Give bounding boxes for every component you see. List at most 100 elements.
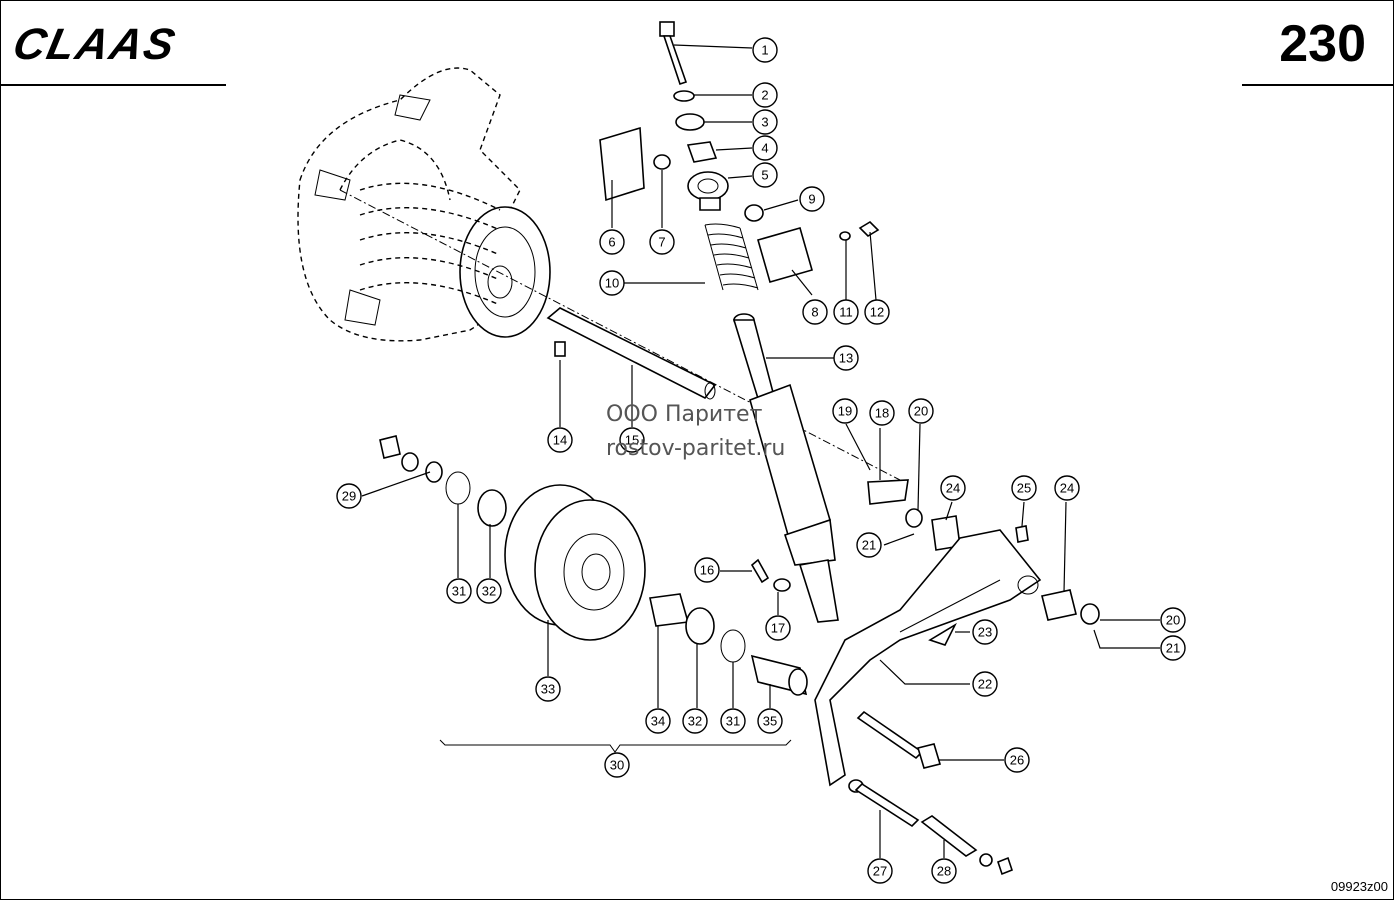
circlip-31-right xyxy=(720,629,746,663)
bushing-20-upper xyxy=(905,508,923,528)
bushing-24-lower xyxy=(1041,589,1077,621)
nut-left xyxy=(379,435,401,459)
svg-text:35: 35 xyxy=(763,714,777,729)
callout-7: 7 xyxy=(649,229,675,255)
svg-text:23: 23 xyxy=(978,625,992,640)
svg-text:5: 5 xyxy=(761,168,768,183)
svg-text:32: 32 xyxy=(482,584,496,599)
svg-text:31: 31 xyxy=(452,584,466,599)
drawing-code: 09923z00 xyxy=(1330,879,1388,894)
callout-5: 5 xyxy=(752,162,778,188)
leader-lines xyxy=(361,44,1160,858)
svg-text:21: 21 xyxy=(862,538,876,553)
callout-30: 30 xyxy=(604,752,630,778)
svg-text:4: 4 xyxy=(761,141,768,156)
svg-text:30: 30 xyxy=(610,758,624,773)
svg-text:25: 25 xyxy=(1017,481,1031,496)
circlip-31-left xyxy=(445,471,471,505)
callout-32-left: 32 xyxy=(476,578,502,604)
bushing-4 xyxy=(686,141,718,163)
svg-text:9: 9 xyxy=(808,192,815,207)
callout-24-upper: 24 xyxy=(940,475,966,501)
bushing-20-lower xyxy=(1080,603,1100,625)
svg-text:34: 34 xyxy=(651,714,665,729)
callout-3: 3 xyxy=(752,109,778,135)
callout-11: 11 xyxy=(833,299,859,325)
callout-10: 10 xyxy=(599,270,625,296)
svg-text:20: 20 xyxy=(1166,613,1180,628)
callout-19: 19 xyxy=(832,398,858,424)
watermark-company: ООО Паритет xyxy=(606,402,763,427)
spring-10 xyxy=(704,223,759,291)
callout-24-lower: 24 xyxy=(1054,475,1080,501)
svg-text:19: 19 xyxy=(838,404,852,419)
svg-text:27: 27 xyxy=(873,864,887,879)
screw-12 xyxy=(858,220,880,238)
callout-27: 27 xyxy=(867,858,893,884)
bolt-27 xyxy=(848,779,920,828)
callout-2: 2 xyxy=(752,82,778,108)
callout-35: 35 xyxy=(757,708,783,734)
tension-arm-22 xyxy=(814,529,1042,787)
svg-text:17: 17 xyxy=(771,621,785,636)
callout-23: 23 xyxy=(972,619,998,645)
svg-text:6: 6 xyxy=(608,235,615,250)
svg-text:1: 1 xyxy=(761,43,768,58)
bushing-34 xyxy=(649,593,690,627)
svg-text:29: 29 xyxy=(342,489,356,504)
svg-text:20: 20 xyxy=(914,404,928,419)
lever-18 xyxy=(867,479,909,505)
screw-14 xyxy=(554,341,566,357)
callout-33: 33 xyxy=(535,676,561,702)
bracket-8 xyxy=(757,227,813,283)
callout-29: 29 xyxy=(336,483,362,509)
callout-28: 28 xyxy=(931,858,957,884)
callout-12: 12 xyxy=(864,299,890,325)
callout-22: 22 xyxy=(972,671,998,697)
idler-pulley-33 xyxy=(504,484,646,641)
grease-nipple-25 xyxy=(1015,525,1029,543)
svg-text:15: 15 xyxy=(625,433,639,448)
washer-29 xyxy=(425,461,443,483)
washer-2 xyxy=(673,90,695,102)
svg-text:33: 33 xyxy=(541,682,555,697)
bearing-32-left xyxy=(477,489,507,527)
bushing-9 xyxy=(744,204,764,222)
callout-31-left: 31 xyxy=(446,578,472,604)
svg-text:7: 7 xyxy=(658,235,665,250)
callout-21-lower: 21 xyxy=(1160,635,1186,661)
callout-20-upper: 20 xyxy=(908,398,934,424)
callout-26: 26 xyxy=(1004,747,1030,773)
pin-16 xyxy=(750,558,770,584)
nut-28 xyxy=(997,856,1013,876)
group-bracket-30 xyxy=(439,739,792,753)
callout-15: 15 xyxy=(619,427,645,453)
watermark: ООО Паритет rostov-paritet.ru xyxy=(606,398,785,466)
header-rule-left xyxy=(0,84,226,86)
callout-31-right: 31 xyxy=(720,708,746,734)
callout-4: 4 xyxy=(752,135,778,161)
svg-text:2: 2 xyxy=(761,88,768,103)
eye-5 xyxy=(687,171,729,211)
washer-28 xyxy=(979,853,993,867)
callout-25: 25 xyxy=(1011,475,1037,501)
svg-text:24: 24 xyxy=(946,481,960,496)
svg-text:10: 10 xyxy=(605,276,619,291)
tensioner-tube-13 xyxy=(732,313,839,623)
svg-text:11: 11 xyxy=(839,305,853,320)
bolt-1 xyxy=(659,21,688,86)
callout-14: 14 xyxy=(547,427,573,453)
svg-text:32: 32 xyxy=(688,714,702,729)
washer-left xyxy=(401,452,419,472)
washer-17 xyxy=(773,578,791,592)
callout-6: 6 xyxy=(599,229,625,255)
header-rule-right xyxy=(1242,84,1394,86)
bushing-7 xyxy=(653,154,671,170)
watermark-website: rostov-paritet.ru xyxy=(606,436,786,461)
callout-34: 34 xyxy=(645,708,671,734)
page-number: 230 xyxy=(1279,15,1366,73)
callout-17: 17 xyxy=(765,615,791,641)
callout-8: 8 xyxy=(802,299,828,325)
svg-text:18: 18 xyxy=(875,406,889,421)
